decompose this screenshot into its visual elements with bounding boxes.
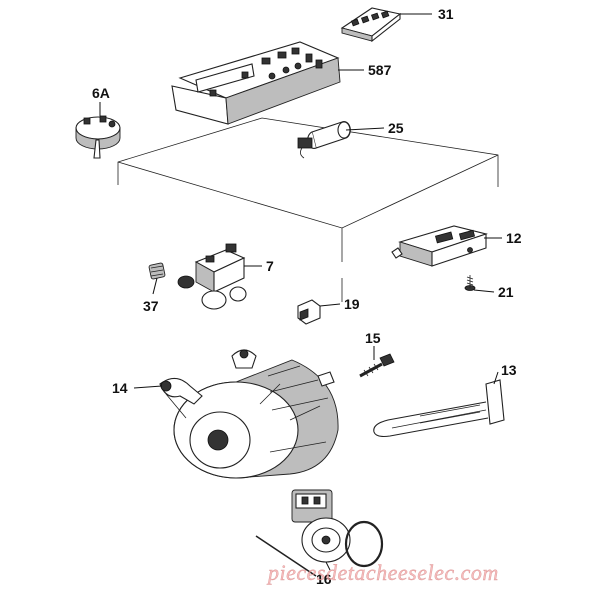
label-part-12: 12 [506,230,522,246]
part-15-drawing [359,353,395,378]
label-part-37: 37 [143,298,159,314]
part-37-drawing [148,262,166,280]
label-part-587: 587 [368,62,392,78]
label-part-13: 13 [501,362,517,378]
part-12-drawing [391,225,488,267]
part-labels: 31 587 6A 25 12 7 21 37 19 15 13 14 16 [92,6,522,587]
label-part-31: 31 [438,6,454,22]
part-19-drawing [297,299,321,325]
leader-lines [99,13,502,571]
label-part-25: 25 [388,120,404,136]
label-part-6a: 6A [92,85,110,101]
part-14-drawing [159,349,339,479]
label-part-15: 15 [365,330,381,346]
part-16-drawing [255,489,384,577]
label-part-16: 16 [316,571,332,587]
part-21-drawing [464,275,476,291]
part-31-drawing [340,7,402,43]
part-7-drawing [177,243,247,310]
label-part-14: 14 [112,380,128,396]
label-part-7: 7 [266,258,274,274]
part-6a-drawing [75,115,121,159]
part-13-drawing [373,379,505,438]
part-587-drawing [171,41,341,125]
label-part-21: 21 [498,284,514,300]
watermark-text: piecesdetacheeselec.com [266,560,499,585]
label-part-19: 19 [344,296,360,312]
part-25-drawing [297,121,351,159]
cabinet-outline [117,117,499,302]
